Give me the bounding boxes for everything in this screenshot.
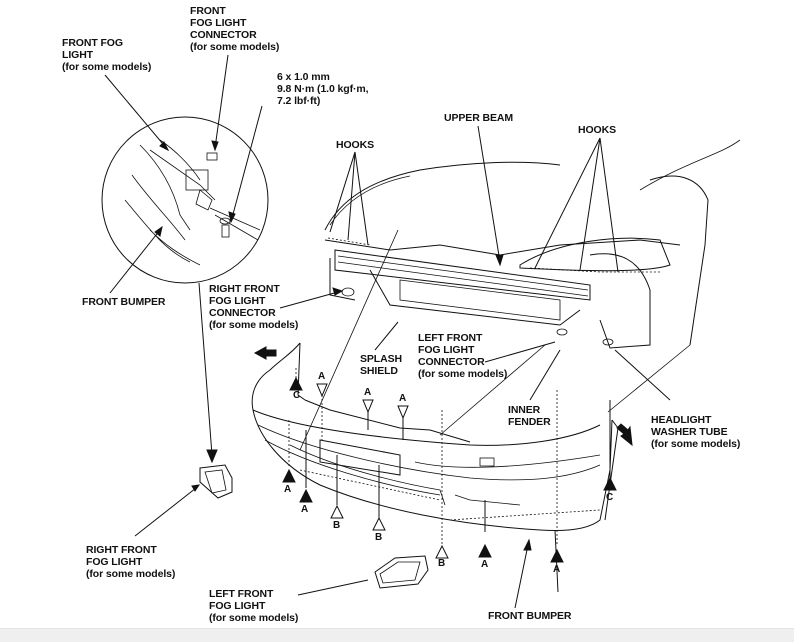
detail-circle (101, 116, 269, 284)
marker-label: A (318, 371, 326, 382)
label-inner-fender: INNER FENDER (508, 404, 551, 428)
marker-a-open (316, 383, 328, 398)
connector-plug-icon (206, 152, 218, 161)
label-line: UPPER BEAM (444, 112, 514, 124)
label-line: CONNECTOR (209, 307, 276, 319)
label-line: (for some models) (62, 61, 152, 73)
label-line: 7.2 lbf·ft) (277, 95, 321, 107)
label-line: WASHER TUBE (651, 426, 728, 438)
marker-label: A (481, 559, 489, 570)
marker-label: A (399, 393, 407, 404)
label-line: (for some models) (209, 319, 299, 331)
label-line: INNER (508, 404, 541, 416)
fastener-markers (282, 376, 617, 563)
label-line: SPLASH (360, 353, 402, 365)
label-line: SHIELD (360, 365, 398, 377)
label-left-front-fog-light-connector: LEFT FRONT FOG LIGHT CONNECTOR (for some… (418, 332, 507, 380)
label-left-front-fog-light: LEFT FRONT FOG LIGHT (for some models) (209, 588, 298, 624)
label-line: (for some models) (86, 568, 176, 580)
marker-c-solid (603, 476, 617, 491)
marker-b-open (372, 516, 386, 531)
marker-a-open (397, 405, 409, 420)
marker-b-open (330, 504, 344, 519)
label-line: FOG LIGHT (86, 556, 143, 568)
label-splash-shield: SPLASH SHIELD (360, 353, 402, 377)
label-bolt-spec: 6 x 1.0 mm 9.8 N·m (1.0 kgf·m, 7.2 lbf·f… (277, 71, 369, 107)
left-front-fog-light (297, 555, 429, 596)
marker-a-solid (299, 488, 313, 503)
right-front-fog-light (134, 464, 233, 537)
bumper-illustration (101, 54, 741, 609)
label-line: FRONT FOG (62, 37, 123, 49)
label-line: FRONT (190, 5, 226, 17)
marker-label: C (293, 390, 301, 401)
label-line: HOOKS (578, 124, 617, 136)
bolt-icon (221, 224, 230, 238)
marker-a-solid (550, 548, 564, 563)
marker-label: B (333, 520, 341, 531)
marker-label: A (301, 504, 309, 515)
label-line: (for some models) (418, 368, 508, 380)
label-line: RIGHT FRONT (209, 283, 280, 295)
label-line: LEFT FRONT (209, 588, 274, 600)
marker-guides (288, 368, 611, 593)
marker-label: C (606, 492, 614, 503)
label-line: LIGHT (62, 49, 93, 61)
label-line: (for some models) (190, 41, 280, 53)
label-line: (for some models) (209, 612, 299, 624)
marker-label: A (284, 484, 292, 495)
label-right-front-fog-light: RIGHT FRONT FOG LIGHT (for some models) (86, 544, 175, 580)
pull-arrow-left-icon (253, 346, 277, 360)
label-line: FOG LIGHT (190, 17, 247, 29)
label-line: FOG LIGHT (209, 295, 266, 307)
label-upper-beam: UPPER BEAM (444, 112, 513, 124)
marker-a-solid (478, 543, 492, 558)
marker-label: B (375, 532, 383, 543)
label-line: FRONT BUMPER (82, 296, 166, 308)
label-right-front-fog-light-connector: RIGHT FRONT FOG LIGHT CONNECTOR (for som… (209, 283, 298, 331)
marker-a-open (362, 399, 374, 414)
label-line: CONNECTOR (418, 356, 485, 368)
label-line: LEFT FRONT (418, 332, 483, 344)
label-hooks-right: HOOKS (578, 124, 616, 136)
footer-strip (0, 628, 794, 642)
label-hooks-left: HOOKS (336, 139, 374, 151)
label-line: FRONT BUMPER (488, 610, 572, 622)
label-front-fog-light: FRONT FOG LIGHT (for some models) (62, 37, 151, 73)
label-front-bumper-detail: FRONT BUMPER (82, 296, 165, 308)
label-line: 9.8 N·m (1.0 kgf·m, (277, 83, 369, 95)
label-line: FOG LIGHT (418, 344, 475, 356)
label-front-fog-light-connector: FRONT FOG LIGHT CONNECTOR (for some mode… (190, 5, 279, 53)
marker-c-solid (289, 376, 303, 391)
marker-label: A (553, 564, 561, 575)
upper-beam-structure (324, 139, 741, 349)
fog-light-housing-icon (185, 169, 209, 191)
label-line: FOG LIGHT (209, 600, 266, 612)
diagram-canvas: C A A A A A B B B A A C FRONT FOG LIGHT … (62, 5, 741, 624)
label-line: CONNECTOR (190, 29, 257, 41)
marker-label: B (438, 558, 446, 569)
label-line: HEADLIGHT (651, 414, 712, 426)
marker-a-solid (282, 468, 296, 483)
label-line: RIGHT FRONT (86, 544, 157, 556)
label-line: HOOKS (336, 139, 375, 151)
label-line: 6 x 1.0 mm (277, 71, 330, 83)
label-front-bumper-main: FRONT BUMPER (488, 610, 571, 622)
pull-arrow-right-icon (616, 423, 633, 447)
marker-label: A (364, 387, 372, 398)
label-line: (for some models) (651, 438, 741, 450)
label-headlight-washer-tube: HEADLIGHT WASHER TUBE (for some models) (651, 414, 740, 450)
marker-b-open (435, 544, 449, 559)
label-line: FENDER (508, 416, 551, 428)
